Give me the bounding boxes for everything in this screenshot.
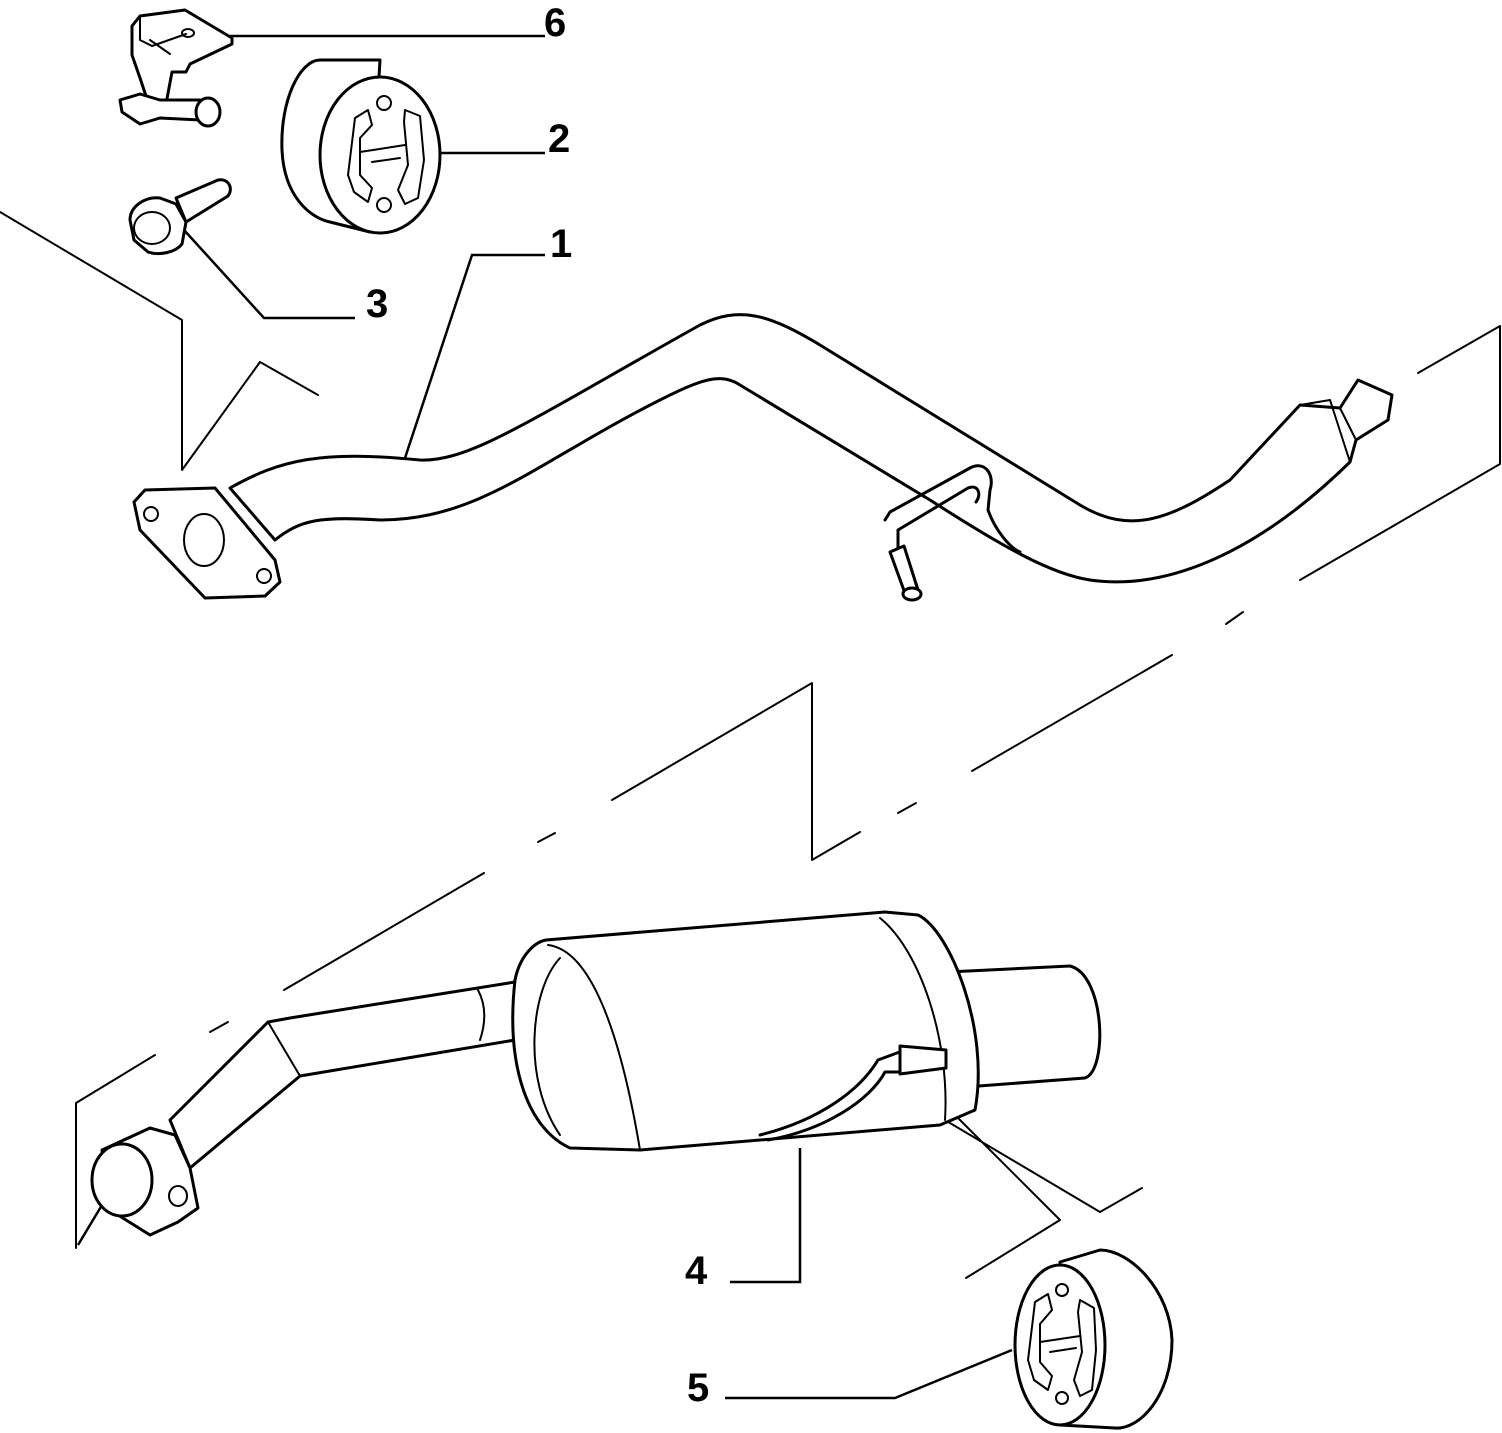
front-pipe-part-1	[132, 313, 1394, 602]
leader-5	[725, 1348, 1013, 1400]
callout-5: 5	[687, 1366, 709, 1410]
section-boundary-lines	[0, 211, 1501, 1279]
callout-4: 4	[685, 1249, 708, 1293]
callout-6: 6	[544, 1, 566, 45]
callout-2: 2	[548, 117, 570, 161]
callout-3: 3	[366, 282, 388, 326]
rubber-hanger-part-5	[1013, 1248, 1174, 1430]
leader-4	[730, 1148, 802, 1284]
leader-3	[183, 229, 355, 320]
rubber-hanger-part-2	[280, 58, 442, 235]
leader-lines	[76, 34, 1013, 1400]
callout-1: 1	[550, 222, 572, 266]
muffler-part-4	[90, 910, 1102, 1237]
leader-1	[403, 253, 545, 459]
callout-labels: 6 2 1 3 4 5	[366, 1, 709, 1410]
bracket-part-6	[118, 8, 234, 128]
leader-clamp	[76, 1204, 104, 1246]
bolt-part-3	[128, 178, 232, 256]
